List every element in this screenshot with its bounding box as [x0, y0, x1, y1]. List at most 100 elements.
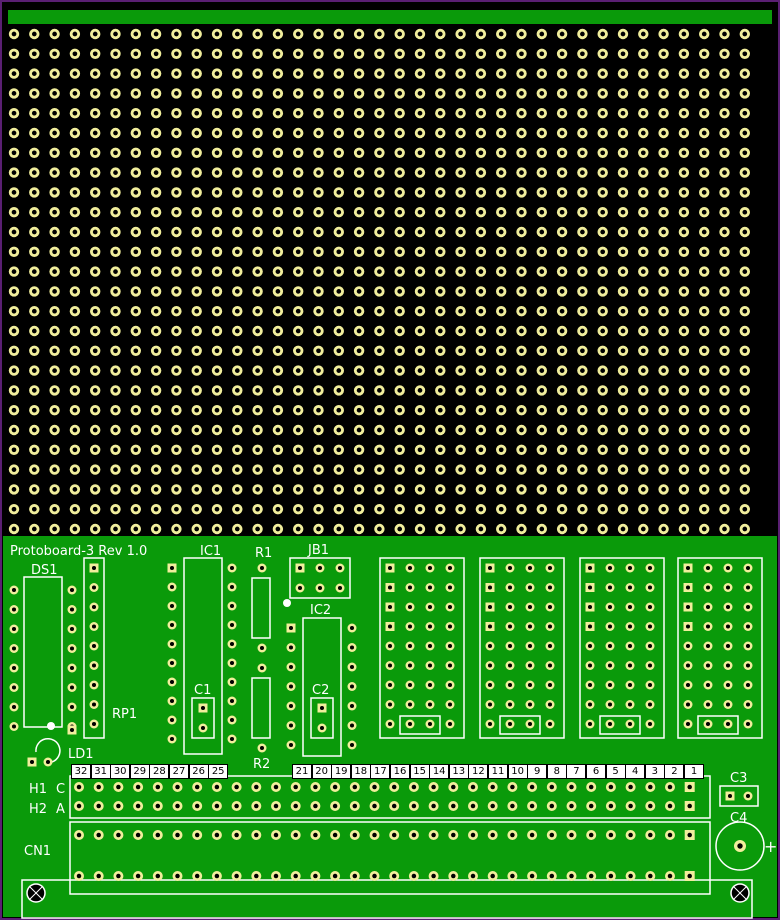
ds1-pad-drill [69, 685, 75, 690]
proto-hole-drill [255, 526, 260, 532]
proto-hole-drill [640, 467, 646, 472]
proto-block-pad-drill [705, 682, 711, 688]
proto-hole-drill [498, 209, 504, 215]
proto-hole-drill [255, 170, 260, 175]
proto-hole-drill [519, 487, 524, 492]
proto-hole-drill [661, 447, 666, 453]
proto-hole-drill [600, 31, 606, 37]
h1-pin-drill [214, 784, 220, 790]
proto-hole-drill [316, 368, 321, 373]
proto-hole-drill [580, 407, 585, 413]
proto-hole-drill [742, 91, 748, 96]
proto-hole-drill [417, 229, 423, 235]
proto-hole-drill [377, 150, 382, 156]
proto-block-pad-drill [487, 663, 493, 668]
proto-hole-drill [681, 506, 687, 512]
proto-hole-drill [701, 150, 707, 156]
proto-block-pad-drill [587, 565, 593, 571]
h2-pin-drill [214, 803, 220, 809]
proto-hole-drill [174, 209, 179, 215]
proto-hole-drill [701, 110, 707, 116]
proto-hole-drill [600, 110, 606, 116]
proto-hole-drill [153, 328, 159, 334]
proto-hole-drill [255, 51, 260, 57]
proto-hole-drill [133, 249, 139, 255]
proto-hole-drill [661, 308, 666, 314]
cn1-pin-drill [529, 832, 535, 838]
proto-block-pad-drill [427, 682, 433, 688]
proto-hole-drill [234, 526, 240, 532]
r1-label: R1 [255, 546, 272, 561]
proto-hole-drill [153, 71, 159, 76]
proto-hole-drill [194, 91, 200, 96]
proto-hole-drill [113, 209, 118, 215]
proto-hole-drill [214, 91, 220, 96]
cn1-pin-drill [470, 832, 476, 838]
proto-hole-drill [52, 130, 57, 136]
proto-hole-drill [539, 368, 545, 373]
c1-label: C1 [194, 683, 211, 698]
proto-hole-drill [640, 308, 646, 314]
h2-pin-drill [332, 803, 338, 809]
misc-pads [27, 563, 753, 852]
proto-hole-drill [397, 249, 403, 255]
proto-hole-drill [620, 110, 626, 116]
h2-pin-drill [194, 803, 200, 809]
proto-hole-drill [478, 289, 484, 294]
proto-hole-drill [498, 447, 504, 453]
proto-block-pad-drill [745, 682, 751, 688]
proto-hole-drill [701, 447, 707, 453]
ic1-pad-drill [229, 736, 235, 742]
cn1-pin-drill [588, 832, 594, 838]
proto-block-pad-drill [725, 682, 731, 688]
proto-hole-drill [498, 487, 504, 492]
proto-hole-drill [681, 487, 687, 492]
proto-hole-drill [295, 407, 301, 413]
proto-hole-drill [295, 51, 301, 57]
ds1-pad-drill [11, 724, 17, 729]
proto-hole-drill [742, 130, 748, 136]
proto-hole-drill [640, 506, 646, 512]
proto-hole-drill [661, 209, 666, 215]
proto-hole-drill [539, 209, 545, 215]
proto-hole-drill [255, 31, 260, 37]
proto-hole-drill [742, 526, 748, 532]
pin-number-label: 27 [169, 764, 189, 779]
proto-hole-drill [580, 150, 585, 156]
proto-block-pad-drill [407, 721, 413, 727]
proto-hole-drill [600, 51, 606, 57]
proto-hole-drill [356, 388, 362, 393]
proto-hole-drill [336, 447, 342, 453]
h2-pin-drill [391, 803, 397, 809]
proto-hole-drill [11, 388, 17, 393]
proto-hole-drill [52, 506, 57, 512]
proto-hole-drill [437, 348, 443, 354]
proto-hole-drill [640, 209, 646, 215]
proto-hole-drill [92, 269, 98, 274]
proto-hole-drill [377, 31, 382, 37]
proto-hole-drill [174, 289, 179, 294]
cn1-pin-drill [667, 832, 673, 838]
proto-hole-drill [417, 487, 423, 492]
r2-pad-drill [259, 665, 265, 671]
pin-number-label: 26 [188, 764, 209, 779]
proto-hole-drill [316, 91, 321, 96]
proto-hole-drill [701, 51, 707, 57]
proto-hole-drill [478, 308, 484, 314]
proto-hole-drill [52, 269, 57, 274]
c1-outline [191, 697, 215, 739]
cn1-pin-drill [135, 873, 141, 879]
proto-hole-drill [519, 368, 524, 373]
proto-hole-drill [11, 328, 17, 334]
proto-hole-drill [458, 407, 463, 413]
ds1-pad-drill [69, 704, 75, 710]
proto-hole-drill [356, 467, 362, 472]
proto-hole-drill [498, 229, 504, 235]
proto-hole-drill [640, 31, 646, 37]
proto-block-pad-drill [607, 682, 613, 688]
proto-hole-drill [397, 388, 403, 393]
rp1-pad-drill [91, 585, 97, 590]
h1-pin-drill [391, 784, 397, 790]
cn1-pin-drill [313, 832, 318, 838]
proto-hole-drill [458, 150, 463, 156]
